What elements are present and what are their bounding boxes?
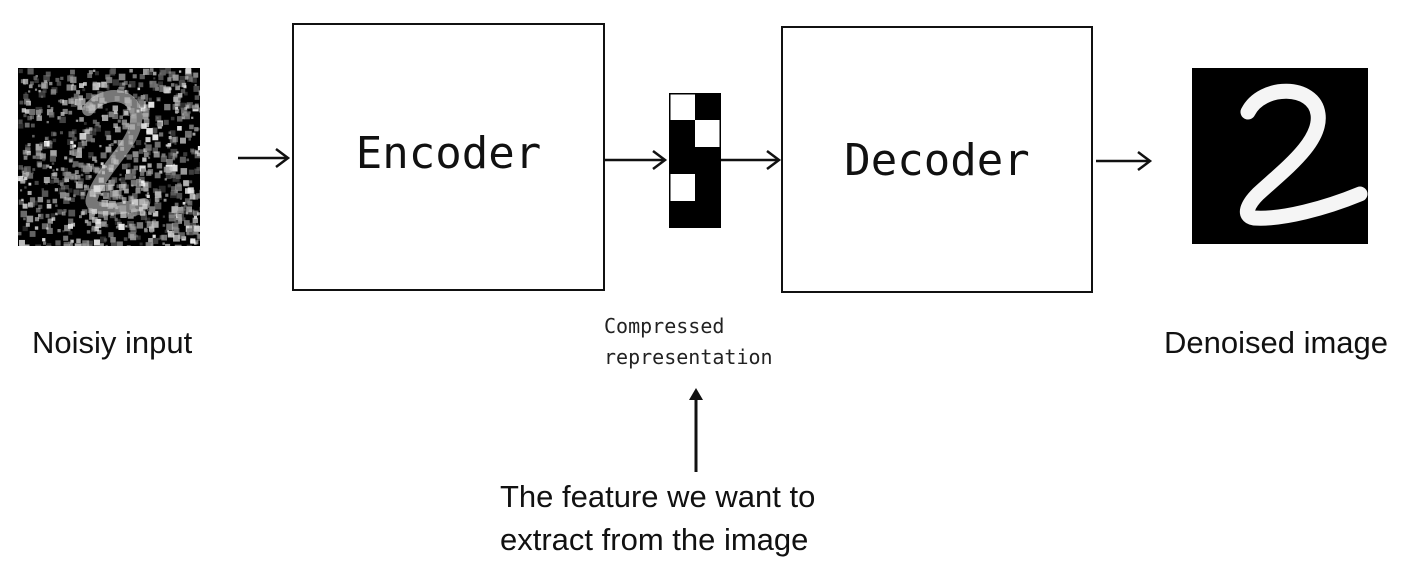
annotation-up-arrow: [689, 388, 703, 472]
noisy-input-caption: Noisiy input: [32, 325, 193, 360]
latent-cell: [669, 93, 695, 120]
annotation-line1: The feature we want to: [500, 479, 816, 514]
arrow-latent-to-decoder: [721, 150, 782, 170]
encoder-label: Encoder: [355, 128, 542, 179]
annotation-line2: extract from the image: [500, 522, 809, 557]
latent-cell: [669, 201, 695, 228]
digit-two-stroke: [1239, 83, 1368, 226]
latent-cell: [669, 174, 695, 201]
arrow-decoder-to-output: [1096, 151, 1153, 171]
denoised-output-image: [1192, 68, 1368, 244]
decoder-label: Decoder: [844, 135, 1030, 186]
encoder-block: Encoder: [292, 23, 605, 291]
latent-cell: [695, 174, 721, 201]
denoised-image-caption: Denoised image: [1164, 325, 1389, 360]
latent-cell: [669, 120, 695, 147]
latent-cell: [695, 120, 721, 147]
latent-cell: [669, 147, 695, 174]
compressed-caption-line1: Compressed: [604, 314, 725, 338]
latent-cell: [695, 201, 721, 228]
compressed-representation-grid: [669, 93, 721, 228]
compressed-caption-line2: representation: [604, 345, 773, 369]
latent-cell: [695, 147, 721, 174]
latent-cell: [695, 93, 721, 120]
decoder-block: Decoder: [781, 26, 1093, 293]
arrow-encoder-to-latent: [605, 150, 668, 170]
noisy-input-image: [18, 68, 200, 246]
arrow-input-to-encoder: [238, 148, 291, 168]
